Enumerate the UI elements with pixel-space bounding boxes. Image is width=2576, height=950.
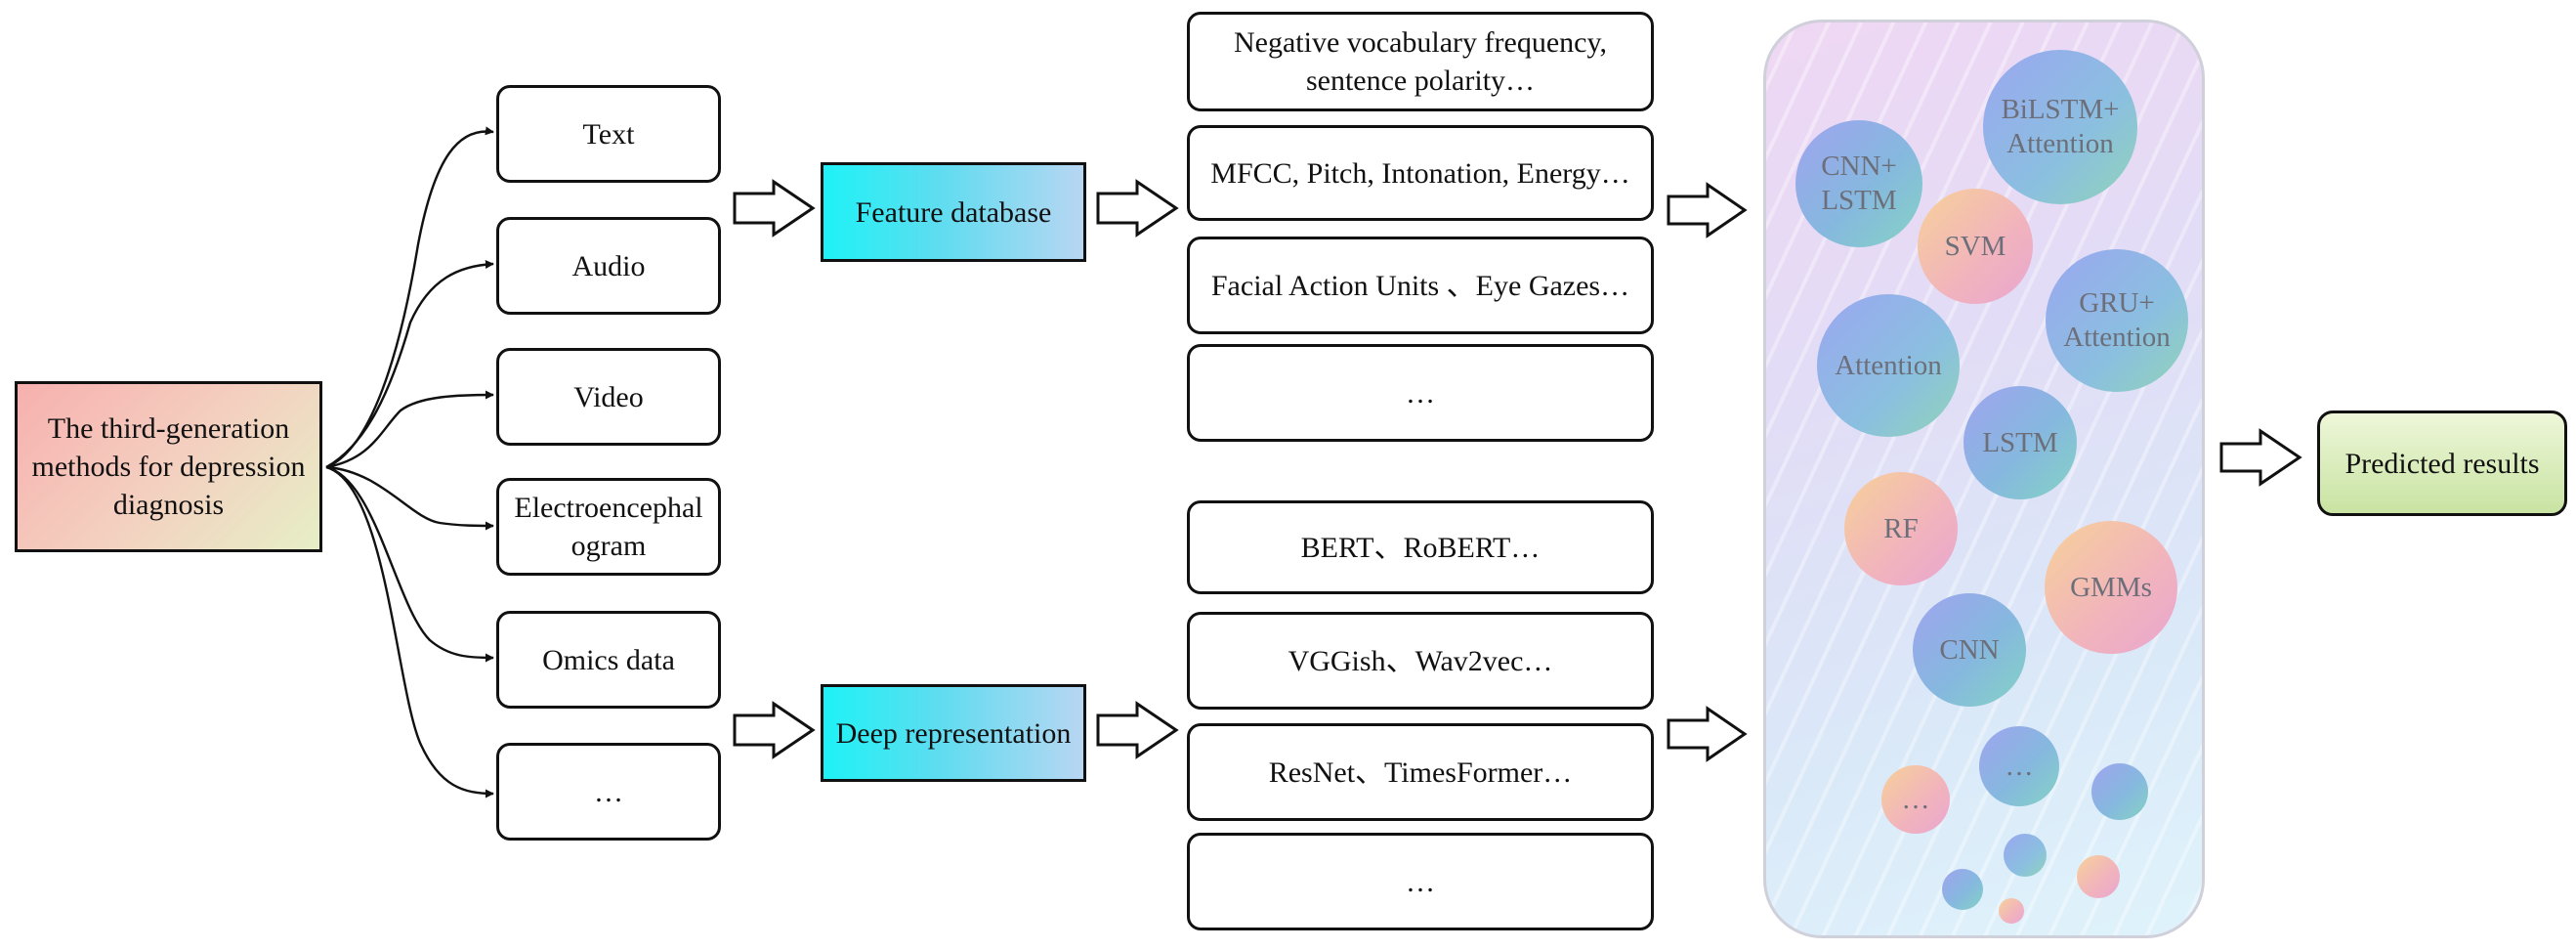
modality-video: Video xyxy=(496,348,721,446)
arrow-deep-representation-to-features xyxy=(1096,701,1179,759)
link-origin-eeg xyxy=(325,465,494,531)
model-svm: SVM xyxy=(1918,189,2033,304)
modality-text: Text xyxy=(496,85,721,183)
feature-text: Negative vocabulary frequency, sentence … xyxy=(1187,12,1654,111)
deep-feature-audio: VGGish、Wav2vec… xyxy=(1187,612,1654,710)
model-lstm: LSTM xyxy=(1964,386,2077,499)
arrow-to-deep-representation xyxy=(733,701,816,759)
arrow-deep-features-to-models xyxy=(1667,706,1748,762)
model-more-2: … xyxy=(1881,765,1950,834)
arrow-models-to-results xyxy=(2219,428,2302,487)
model-panel: CNN+ LSTM BiLSTM+ Attention SVM Attentio… xyxy=(1763,20,2205,938)
deep-feature-more: … xyxy=(1187,833,1654,930)
model-gmms: GMMs xyxy=(2045,521,2177,654)
deep-feature-video: ResNet、TimesFormer… xyxy=(1187,723,1654,821)
link-origin-text xyxy=(325,126,494,469)
origin-node: The third-generation methods for depress… xyxy=(15,381,322,552)
model-cnn-lstm: CNN+ LSTM xyxy=(1795,120,1922,247)
modality-omics: Omics data xyxy=(496,611,721,709)
deep-representation-node: Deep representation xyxy=(821,684,1086,782)
feature-database-node: Feature database xyxy=(821,162,1086,262)
model-gru-attention: GRU+ Attention xyxy=(2046,249,2188,392)
bubble-decor xyxy=(2077,855,2120,898)
arrow-features-to-models xyxy=(1667,182,1748,238)
feature-audio: MFCC, Pitch, Intonation, Energy… xyxy=(1187,125,1654,221)
predicted-results-node: Predicted results xyxy=(2317,410,2567,516)
model-rf: RF xyxy=(1844,472,1958,585)
modality-audio: Audio xyxy=(496,217,721,315)
feature-more: … xyxy=(1187,344,1654,442)
link-origin-audio xyxy=(325,259,494,469)
modality-eeg: Electroencephalogram xyxy=(496,478,721,576)
model-bilstm-attention: BiLSTM+ Attention xyxy=(1983,50,2137,204)
model-attention: Attention xyxy=(1817,294,1960,437)
arrow-to-feature-database xyxy=(733,179,816,238)
arrow-feature-database-to-features xyxy=(1096,179,1179,238)
model-cnn: CNN xyxy=(1913,593,2026,707)
bubble-decor xyxy=(1942,869,1983,910)
feature-video: Facial Action Units 、Eye Gazes… xyxy=(1187,237,1654,334)
bubble-decor xyxy=(2004,834,2047,877)
link-origin-more xyxy=(325,465,494,799)
link-origin-omics xyxy=(325,465,494,663)
model-more-1: … xyxy=(1979,726,2059,806)
deep-feature-text: BERT、RoBERT… xyxy=(1187,500,1654,594)
modality-more: … xyxy=(496,743,721,841)
bubble-decor xyxy=(1999,898,2024,924)
link-origin-video xyxy=(325,390,494,469)
bubble-decor xyxy=(2091,763,2148,820)
